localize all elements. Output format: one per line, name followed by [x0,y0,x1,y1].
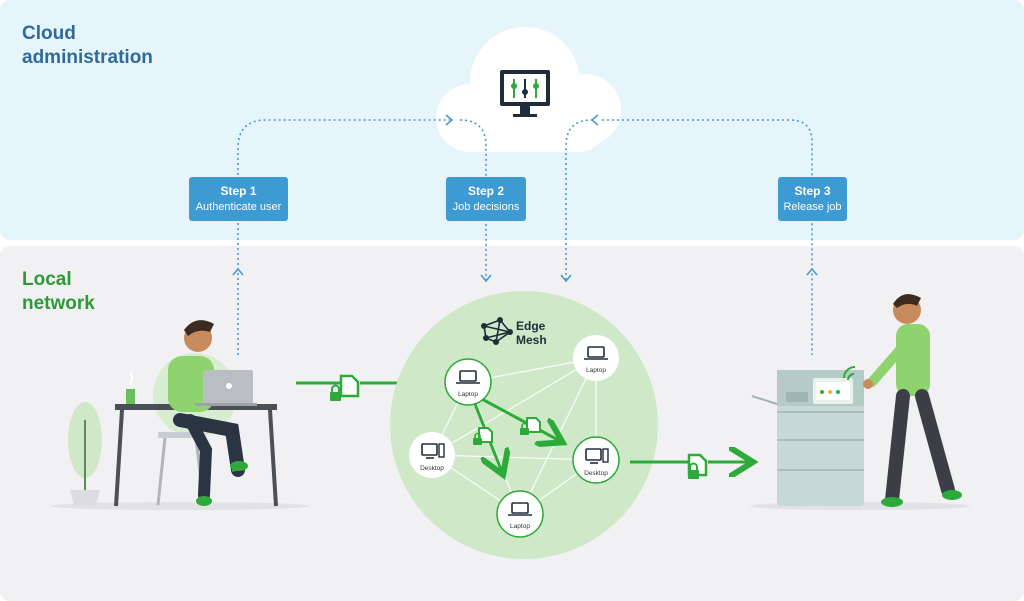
edge-mesh-logo-line1: Edge [516,319,546,333]
cloud-down-connector [565,119,593,280]
dotted-connectors [237,119,813,355]
step-3-number: Step 3 [794,184,831,198]
step-2-description: Job decisions [452,201,520,213]
lock-icon [330,392,341,401]
step2-connector [459,119,487,280]
step3-connector [602,119,813,355]
mesh-node-laptop-3: Laptop [496,490,544,538]
step-2-box: Step 2 Job decisions [446,177,526,221]
step1-connector [237,119,450,355]
node-label: Desktop [584,470,608,477]
mesh-job-routes [473,396,560,472]
desktop-icon [421,443,438,456]
step-1-box: Step 1 Authenticate user [189,177,288,221]
laptop-icon [511,502,529,514]
user-at-printer-illustration [863,294,962,507]
node-label: Desktop [420,465,444,472]
laptop-icon [459,370,477,382]
step-2-number: Step 2 [467,184,504,198]
printer-illustration [750,366,970,510]
local-zone-title: Local network [22,269,95,314]
step-1-number: Step 1 [220,184,257,198]
mesh-node-laptop-2: Laptop [573,335,619,381]
step-3-box: Step 3 Release job [778,177,847,221]
admin-monitor-icon [500,70,550,117]
node-label: Laptop [458,391,478,398]
edge-mesh-logo-line2: Mesh [516,333,547,347]
desktop-icon [585,448,602,461]
wifi-icon [847,373,855,381]
mesh-node-desktop-1: Desktop [409,432,455,478]
step-3-description: Release job [783,201,842,213]
laptop-icon [587,346,605,358]
job-release-arrow [630,455,750,479]
node-label: Laptop [510,523,530,530]
cloud-shape [436,27,621,152]
step-1-description: Authenticate user [195,201,282,213]
cloud-zone-title: Cloud administration [22,23,153,68]
mesh-node-desktop-2: Desktop [572,436,620,484]
mesh-node-laptop-1: Laptop [444,358,492,406]
lock-icon [688,470,699,479]
dotted-arrowheads [232,114,818,283]
edge-mesh-logo-icon [480,316,513,345]
user-at-desk-illustration [50,320,310,510]
node-label: Laptop [586,367,606,374]
